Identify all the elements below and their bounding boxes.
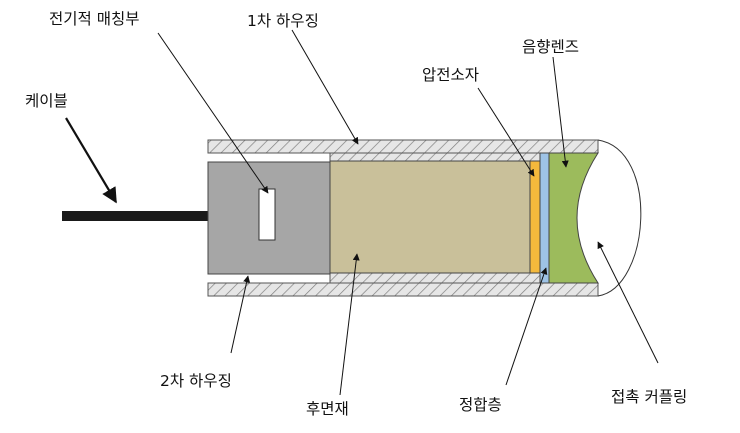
secondary-housing-bottom <box>329 272 541 284</box>
arrow-acoustic-lens <box>552 56 569 168</box>
label-primary-housing: 1차 하우징 <box>247 12 319 30</box>
primary-housing-bottom <box>207 282 599 297</box>
arrow-matching-layer <box>505 267 548 386</box>
backing-block <box>329 160 531 274</box>
primary-housing-top <box>207 139 599 154</box>
label-electrical-matching: 전기적 매칭부 <box>49 10 140 28</box>
label-matching-layer: 정합층 <box>459 396 502 414</box>
arrow-primary-housing <box>291 29 359 145</box>
acoustic-lens <box>548 152 599 284</box>
label-secondary-housing: 2차 하우징 <box>160 372 232 390</box>
contact-coupling-outline <box>597 139 642 297</box>
label-contact-coupling: 접촉 커플링 <box>611 388 688 406</box>
arrow-piezo <box>477 87 535 177</box>
label-cable: 케이블 <box>25 92 68 110</box>
electrical-matching-element <box>258 188 276 241</box>
label-acoustic-lens: 음향렌즈 <box>522 38 580 56</box>
label-piezo-element: 압전소자 <box>422 66 480 84</box>
cable-wire <box>62 211 210 221</box>
secondary-housing-top <box>329 152 541 162</box>
label-backing: 후면재 <box>306 400 349 418</box>
arrow-backing <box>339 253 360 396</box>
arrow-contact-coupling <box>597 241 659 364</box>
arrow-electrical-matching <box>157 32 269 194</box>
matching-layer <box>539 152 550 284</box>
arrow-cable <box>65 117 117 204</box>
piezo-layer <box>529 160 541 274</box>
arrow-secondary-housing <box>230 275 251 354</box>
